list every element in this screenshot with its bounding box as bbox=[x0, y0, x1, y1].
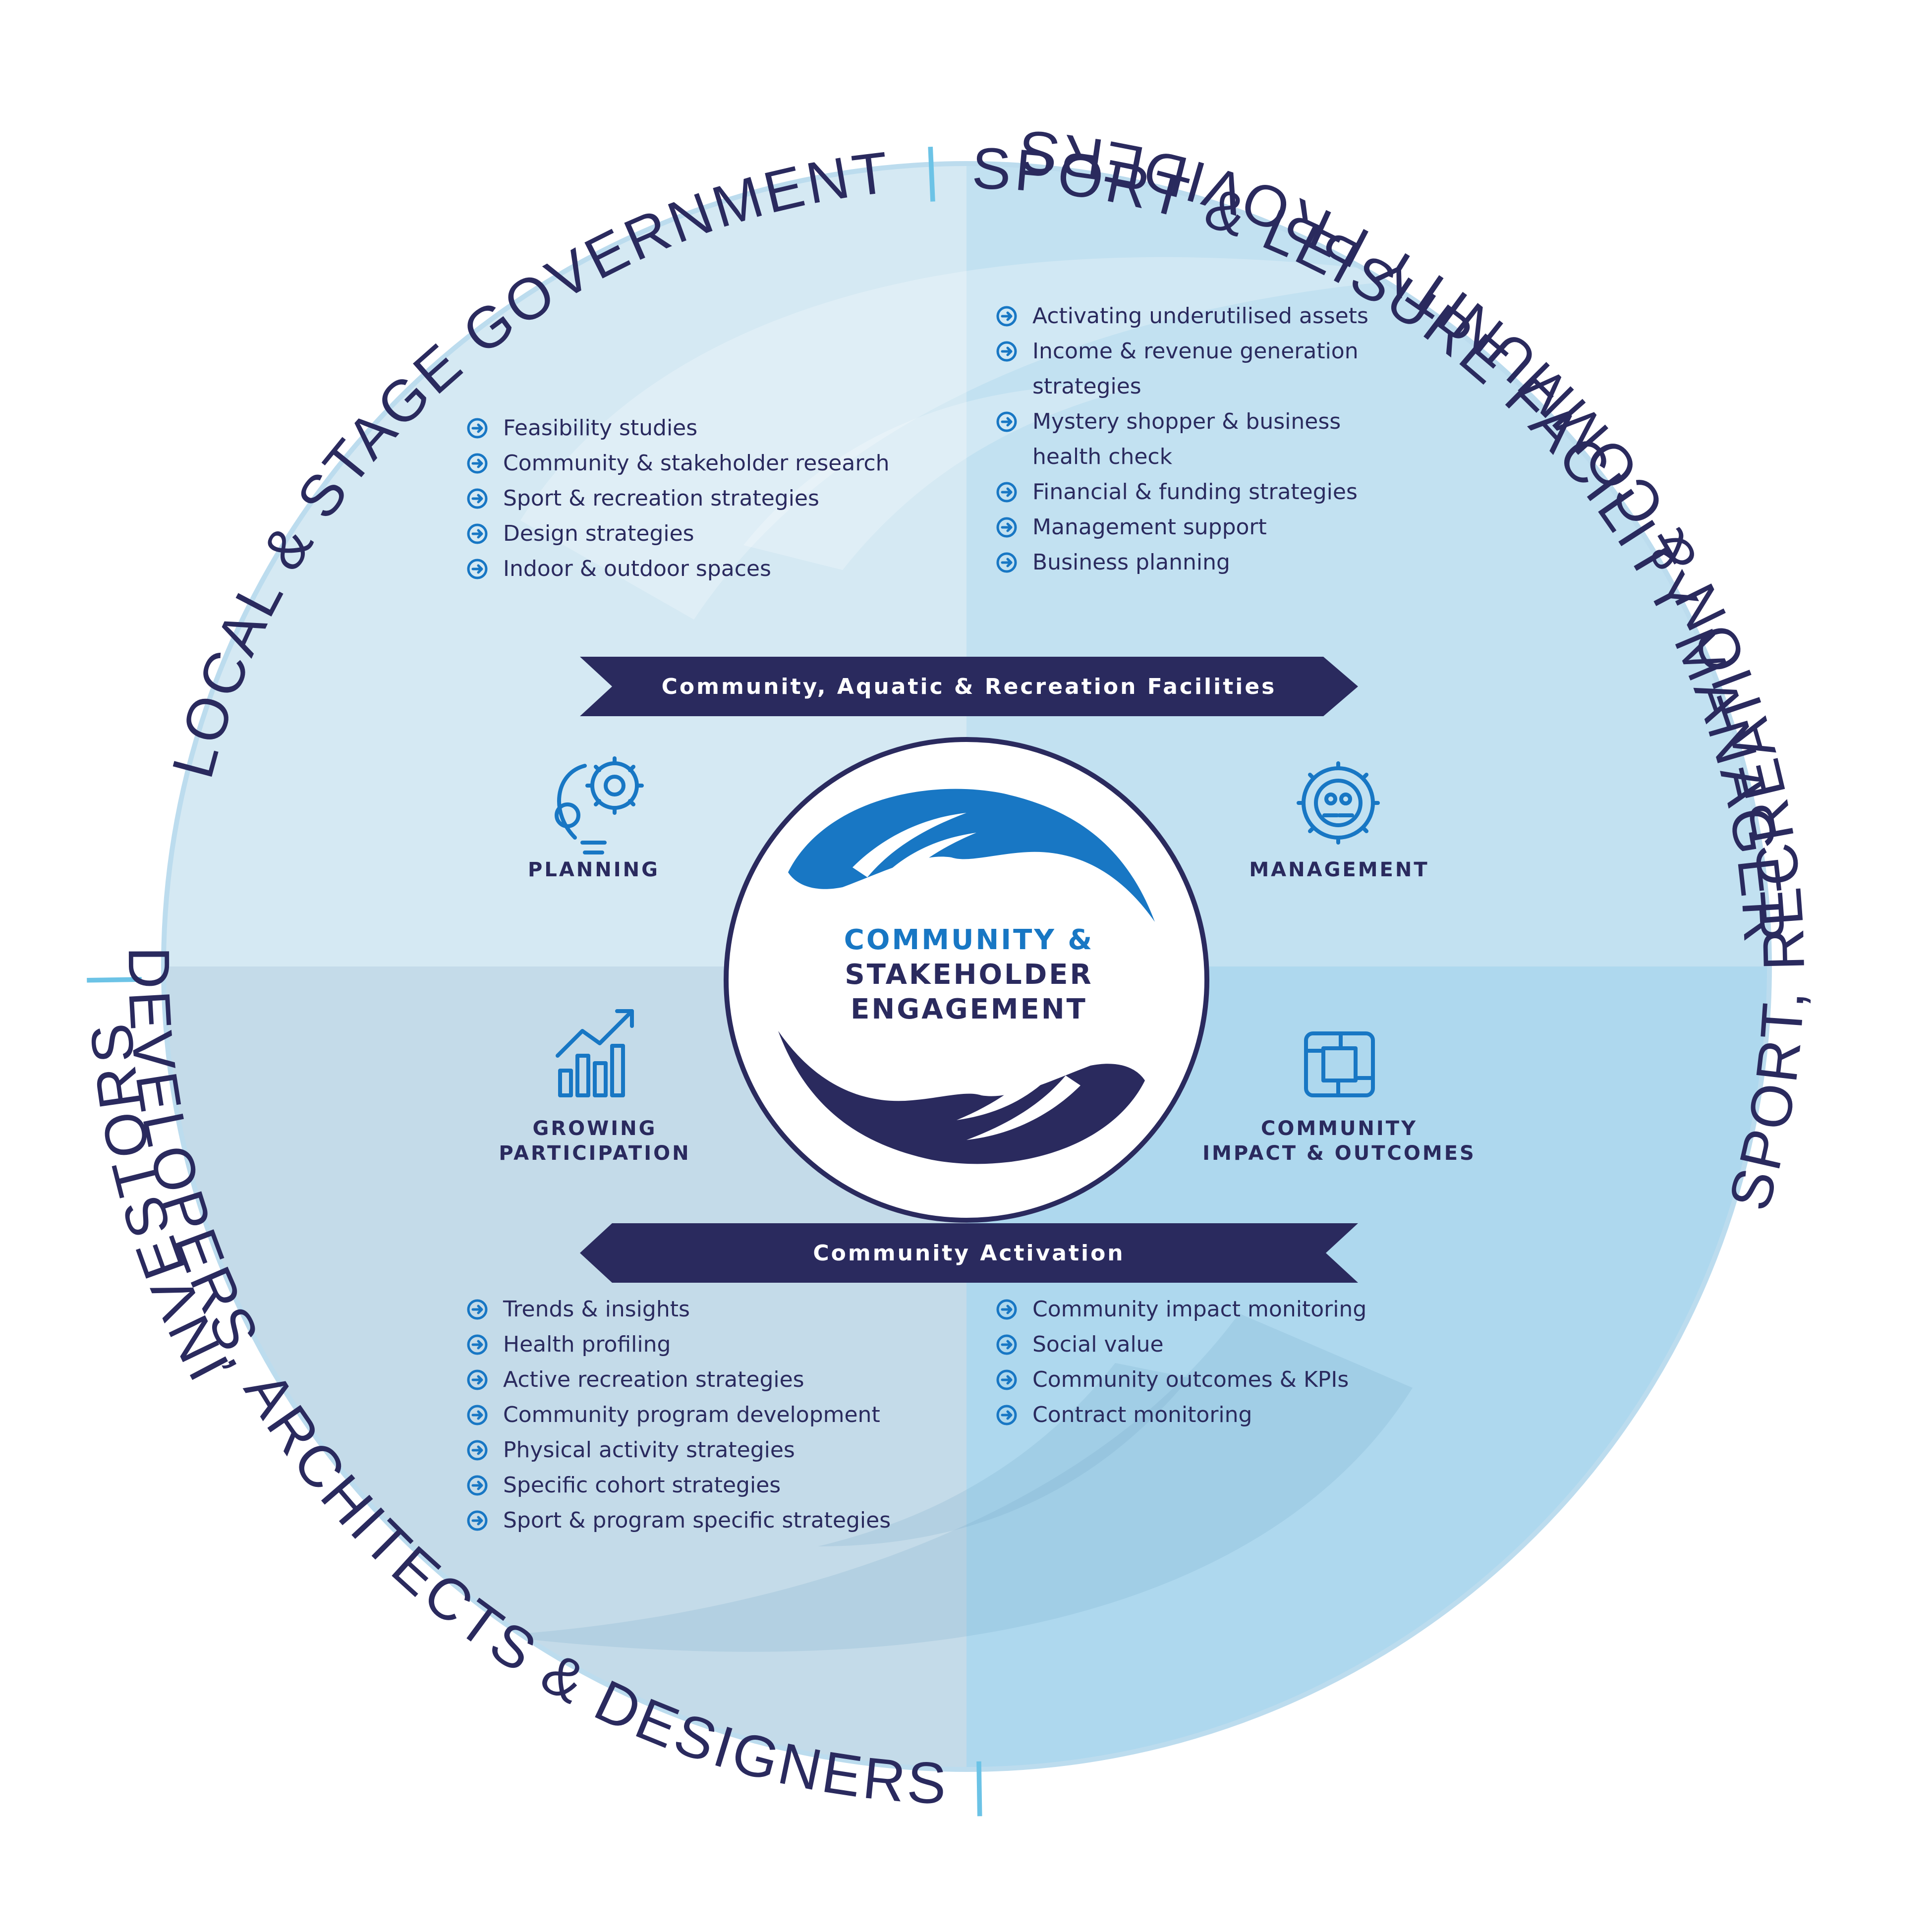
pillar-impact-label-2: IMPACT & OUTCOMES bbox=[1202, 1142, 1476, 1165]
service-item: Activating underutilised assets bbox=[1032, 303, 1368, 329]
arrow-bullet-icon bbox=[996, 411, 1017, 432]
top-hand-icon bbox=[788, 789, 1155, 922]
center-title-line3: ENGAGEMENT bbox=[851, 993, 1087, 1025]
arrow-bullet-icon bbox=[467, 488, 488, 509]
center-title-line1: COMMUNITY & bbox=[844, 924, 1094, 956]
management-icon bbox=[1297, 761, 1380, 845]
arrow-bullet-icon bbox=[467, 1405, 488, 1425]
top-hand-fingers-icon bbox=[852, 813, 976, 880]
service-item: Community outcomes & KPIs bbox=[1032, 1367, 1349, 1392]
service-item: Sport & program specific strategies bbox=[503, 1508, 891, 1533]
pillar-management-label: MANAGEMENT bbox=[1249, 858, 1429, 881]
arrow-bullet-icon bbox=[467, 1475, 488, 1496]
wheel-outline bbox=[161, 161, 1772, 1772]
bottom-hand-icon bbox=[778, 1031, 1145, 1164]
banner-facilities-shape bbox=[580, 657, 1358, 716]
service-item: Financial & funding strategies bbox=[1032, 479, 1358, 505]
service-item: strategies bbox=[1032, 374, 1141, 399]
service-item: Health profiling bbox=[503, 1332, 671, 1357]
audience-separator-left: | bbox=[77, 972, 142, 988]
service-item: Community program development bbox=[503, 1402, 880, 1427]
arrow-bullet-icon bbox=[996, 1299, 1017, 1320]
arrow-bullet-icon bbox=[467, 1299, 488, 1320]
arrow-bullet-icon bbox=[467, 1440, 488, 1461]
banner-facilities-label: Community, Aquatic & Recreation Faciliti… bbox=[662, 674, 1277, 699]
audience-separator-bottom: | bbox=[971, 1751, 987, 1817]
arrow-bullet-icon bbox=[996, 341, 1017, 362]
service-item: Indoor & outdoor spaces bbox=[503, 556, 771, 581]
arrow-bullet-icon bbox=[467, 523, 488, 544]
banner-activation-label: Community Activation bbox=[813, 1241, 1125, 1266]
banner-facilities: Community, Aquatic & Recreation Faciliti… bbox=[580, 657, 1358, 716]
banner-activation: Community Activation bbox=[580, 1223, 1358, 1283]
arrow-bullet-icon bbox=[467, 1510, 488, 1531]
service-item: Design strategies bbox=[503, 521, 694, 546]
pillar-growing-label-2: PARTICIPATION bbox=[499, 1142, 690, 1165]
service-item: Business planning bbox=[1032, 550, 1230, 575]
watermark-swoosh-top-2 bbox=[743, 385, 1140, 570]
community-hands-icon bbox=[1304, 1031, 1375, 1097]
center-title-line2: STAKEHOLDER bbox=[845, 959, 1093, 991]
growth-chart-icon bbox=[556, 1009, 634, 1097]
arrow-bullet-icon bbox=[996, 482, 1017, 503]
arrow-bullet-icon bbox=[996, 1334, 1017, 1355]
service-item: Sport & recreation strategies bbox=[503, 486, 819, 511]
service-item: Specific cohort strategies bbox=[503, 1473, 781, 1498]
service-item: health check bbox=[1032, 444, 1173, 469]
service-item: Community & stakeholder research bbox=[503, 451, 890, 476]
arrow-bullet-icon bbox=[996, 552, 1017, 573]
bottom-hand-fingers-icon bbox=[957, 1073, 1080, 1140]
service-item: Feasibility studies bbox=[503, 415, 697, 441]
watermark-swoosh-bottom bbox=[496, 1313, 1413, 1652]
pillar-growing-label-1: GROWING bbox=[533, 1117, 657, 1140]
service-item: Active recreation strategies bbox=[503, 1367, 804, 1392]
pillar-impact-label-1: COMMUNITY bbox=[1261, 1117, 1418, 1140]
pillar-planning-label: PLANNING bbox=[528, 858, 660, 881]
service-item: Social value bbox=[1032, 1332, 1164, 1357]
service-item: Management support bbox=[1032, 514, 1267, 540]
arrow-bullet-icon bbox=[996, 517, 1017, 538]
service-item: Physical activity strategies bbox=[503, 1437, 795, 1463]
service-item: Community impact monitoring bbox=[1032, 1297, 1366, 1322]
watermark-swoosh-bottom-2 bbox=[818, 1363, 1190, 1546]
arrow-bullet-icon bbox=[467, 559, 488, 579]
watermark-swoosh-top bbox=[520, 257, 1437, 620]
center-emblem: COMMUNITY & STAKEHOLDER ENGAGEMENT bbox=[724, 737, 1209, 1223]
audience-separator-top: | bbox=[922, 136, 940, 202]
service-item: Income & revenue generation bbox=[1032, 339, 1359, 364]
arrow-bullet-icon bbox=[996, 1405, 1017, 1425]
arrow-bullet-icon bbox=[996, 1369, 1017, 1390]
arrow-bullet-icon bbox=[467, 1369, 488, 1390]
service-item: Contract monitoring bbox=[1032, 1402, 1252, 1427]
planning-icon bbox=[555, 756, 644, 854]
arrow-bullet-icon bbox=[467, 1334, 488, 1355]
banner-activation-shape bbox=[580, 1223, 1358, 1283]
arrow-bullet-icon bbox=[467, 453, 488, 474]
arrow-bullet-icon bbox=[996, 306, 1017, 327]
arrow-bullet-icon bbox=[467, 418, 488, 439]
service-item: Mystery shopper & business bbox=[1032, 409, 1341, 434]
service-item: Trends & insights bbox=[503, 1297, 690, 1322]
